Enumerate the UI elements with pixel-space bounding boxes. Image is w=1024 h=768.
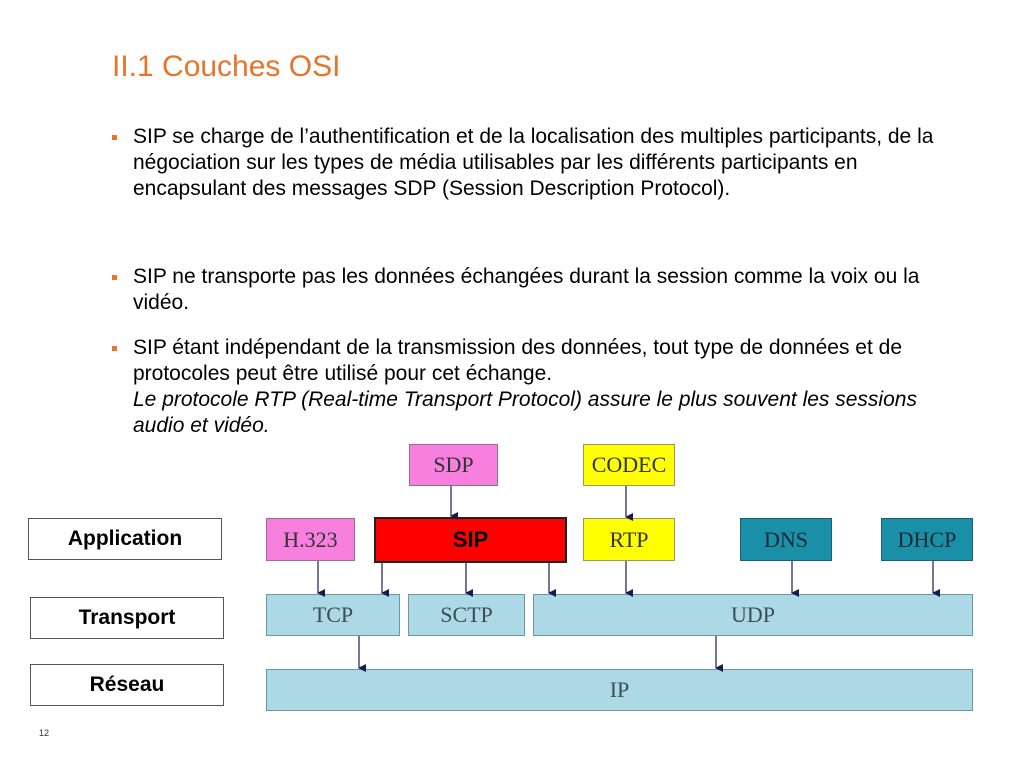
protocol-h323: H.323 [266,518,355,561]
slide-title: II.1 Couches OSI [112,50,341,83]
bullet-italic-note: Le protocole RTP (Real-time Transport Pr… [133,388,917,437]
bullet-item: SIP étant indépendant de la transmission… [112,335,962,439]
protocol-codec: CODEC [583,444,675,486]
protocol-sip: SIP [374,517,567,563]
protocol-dns: DNS [740,518,832,561]
protocol-udp: UDP [533,594,973,636]
layer-application: Application [28,518,222,560]
protocol-dhcp: DHCP [881,518,973,561]
bullet-marker [112,135,117,140]
bullet-text: SIP ne transporte pas les données échang… [133,265,920,314]
protocol-tcp: TCP [266,594,400,636]
page-number: 12 [39,728,50,738]
layer-transport: Transport [30,597,224,639]
bullet-marker [112,275,117,280]
bullet-marker [112,346,117,351]
protocol-sctp: SCTP [408,594,525,636]
bullet-item: SIP se charge de l’authentification et d… [112,124,962,202]
protocol-ip: IP [266,669,973,711]
layer-network: Réseau [30,664,224,706]
protocol-sdp: SDP [409,444,498,486]
bullet-text: SIP se charge de l’authentification et d… [133,125,934,200]
protocol-rtp: RTP [583,518,675,561]
bullet-item: SIP ne transporte pas les données échang… [112,264,962,316]
bullet-text: SIP étant indépendant de la transmission… [133,336,903,385]
